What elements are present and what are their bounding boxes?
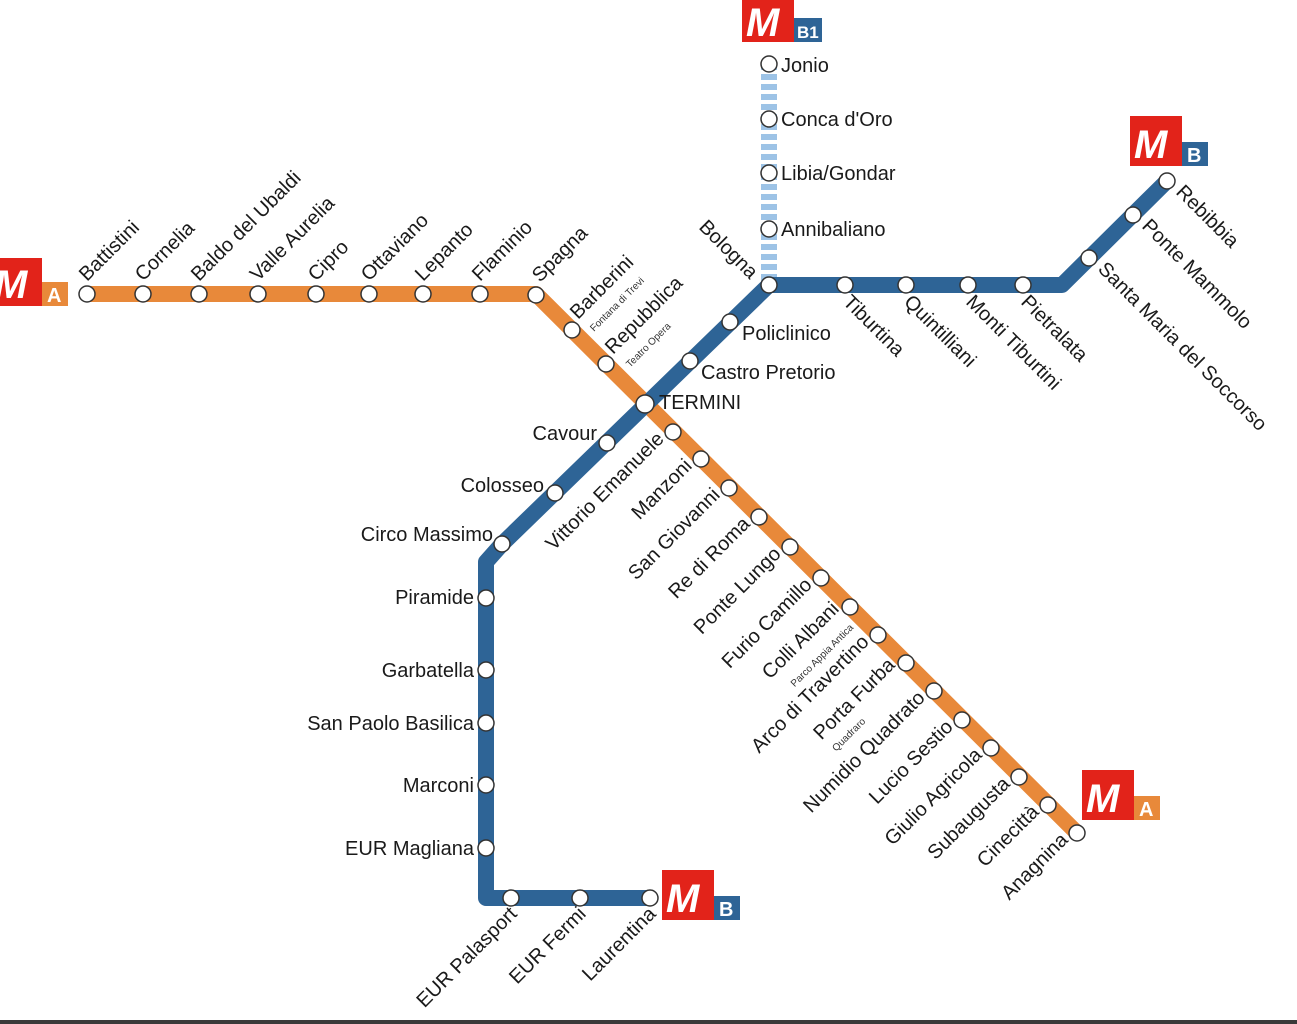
label-eur-magliana: EUR Magliana [345, 838, 475, 860]
station-dot-tiburtina[interactable] [836, 276, 854, 294]
station-dot-manzoni[interactable] [692, 450, 710, 468]
station-dot-pietralata[interactable] [1014, 276, 1032, 294]
station-dot-cavour[interactable] [598, 434, 616, 452]
bottom-border [0, 1020, 1297, 1024]
label-jonio: Jonio [781, 55, 829, 77]
label-giulio-agricola: Giulio Agricola [881, 743, 988, 850]
station-dot-policlinico[interactable] [721, 313, 739, 331]
svg-text:B: B [719, 899, 733, 921]
label-monti-tiburtini: Monti Tiburtini [961, 291, 1065, 395]
label-castro-pretorio: Castro Pretorio [701, 362, 836, 384]
label-marconi: Marconi [403, 775, 474, 797]
station-dot-subaugusta[interactable] [1010, 768, 1028, 786]
station-dot-cipro[interactable] [307, 285, 325, 303]
label-garbatella: Garbatella [382, 660, 475, 682]
label-san-paolo: San Paolo Basilica [307, 713, 475, 735]
station-dot-eur-palasport[interactable] [502, 889, 520, 907]
svg-text:M: M [1086, 777, 1121, 821]
station-dot-rebibbia[interactable] [1158, 172, 1176, 190]
station-dot-furio-camillo[interactable] [812, 569, 830, 587]
svg-text:M: M [746, 1, 781, 45]
station-dot-quintiliani[interactable] [897, 276, 915, 294]
station-dot-vittorio[interactable] [664, 423, 682, 441]
label-colosseo: Colosseo [461, 475, 544, 497]
label-rebibbia: Rebibbia [1171, 181, 1243, 253]
logo-line-b1: M B1 [742, 0, 822, 45]
label-policlinico: Policlinico [742, 323, 831, 345]
svg-text:B1: B1 [797, 23, 819, 42]
label-libia: Libia/Gondar [781, 163, 896, 185]
label-cavour: Cavour [533, 423, 598, 445]
station-dot-spagna[interactable] [527, 286, 545, 304]
svg-text:A: A [1139, 799, 1153, 821]
station-dot-circo-massimo[interactable] [493, 535, 511, 553]
station-dot-eur-magliana[interactable] [477, 839, 495, 857]
station-dot-re-di-roma[interactable] [750, 508, 768, 526]
logo-line-a-east: M A [1082, 770, 1160, 821]
station-dots [78, 55, 1176, 907]
station-dot-baldo[interactable] [190, 285, 208, 303]
label-santa-maria: Santa Maria del Soccorso [1093, 258, 1270, 435]
station-dot-piramide[interactable] [477, 589, 495, 607]
station-dot-libia[interactable] [760, 164, 778, 182]
station-dot-barberini[interactable] [563, 321, 581, 339]
station-dot-laurentina[interactable] [641, 889, 659, 907]
svg-text:M: M [1134, 123, 1169, 167]
label-cipro: Cipro [304, 236, 353, 285]
logo-line-b-south: M B [662, 870, 740, 921]
station-dot-cornelia[interactable] [134, 285, 152, 303]
station-dot-conca-doro[interactable] [760, 110, 778, 128]
station-dot-cinecitta[interactable] [1039, 796, 1057, 814]
station-dot-san-giovanni[interactable] [720, 479, 738, 497]
station-dot-annibaliano[interactable] [760, 220, 778, 238]
label-baldo: Baldo del Ubaldi [187, 167, 306, 286]
label-bologna: Bologna [694, 216, 762, 284]
station-dot-eur-fermi[interactable] [571, 889, 589, 907]
station-dot-numidio[interactable] [925, 682, 943, 700]
station-dot-jonio[interactable] [760, 55, 778, 73]
label-tiburtina: Tiburtina [838, 291, 909, 362]
station-dot-flaminio[interactable] [471, 285, 489, 303]
svg-text:M: M [666, 877, 701, 921]
station-dot-anagnina[interactable] [1068, 824, 1086, 842]
station-dot-ponte-mammolo[interactable] [1124, 206, 1142, 224]
station-dot-lucio-sestio[interactable] [953, 711, 971, 729]
label-battistini: Battistini [75, 217, 144, 286]
label-cornelia: Cornelia [131, 217, 200, 286]
station-dot-battistini[interactable] [78, 285, 96, 303]
station-dot-termini[interactable] [635, 394, 655, 414]
label-piramide: Piramide [395, 587, 474, 609]
label-spagna: Spagna [528, 222, 593, 287]
station-dot-garbatella[interactable] [477, 661, 495, 679]
station-dot-colli-albani[interactable] [841, 598, 859, 616]
station-dot-ottaviano[interactable] [360, 285, 378, 303]
station-dot-ponte-lungo[interactable] [781, 538, 799, 556]
logo-line-a-west: M A [0, 258, 68, 307]
station-dot-porta-furba[interactable] [897, 654, 915, 672]
station-dot-lepanto[interactable] [414, 285, 432, 303]
label-annibaliano: Annibaliano [781, 219, 886, 241]
station-dot-arco[interactable] [869, 626, 887, 644]
station-dot-colosseo[interactable] [546, 484, 564, 502]
label-laurentina: Laurentina [578, 902, 661, 985]
station-dot-bologna[interactable] [760, 276, 778, 294]
station-dot-monti-tiburtini[interactable] [959, 276, 977, 294]
label-termini: TERMINI [659, 392, 741, 414]
logo-line-b-north: M B [1130, 116, 1208, 167]
station-dot-giulio-agricola[interactable] [982, 739, 1000, 757]
station-dot-marconi[interactable] [477, 776, 495, 794]
station-dot-castro-pretorio[interactable] [681, 352, 699, 370]
label-circo-massimo: Circo Massimo [361, 524, 493, 546]
station-dot-valle-aurelia[interactable] [249, 285, 267, 303]
svg-text:A: A [47, 285, 61, 307]
svg-text:B: B [1187, 145, 1201, 167]
label-flaminio: Flaminio [468, 217, 537, 286]
svg-text:M: M [0, 263, 29, 307]
label-conca-doro: Conca d'Oro [781, 109, 893, 131]
station-dot-san-paolo[interactable] [477, 714, 495, 732]
label-eur-palasport: EUR Palasport [412, 903, 521, 1012]
station-dot-repubblica[interactable] [597, 355, 615, 373]
station-dot-santa-maria[interactable] [1080, 249, 1098, 267]
